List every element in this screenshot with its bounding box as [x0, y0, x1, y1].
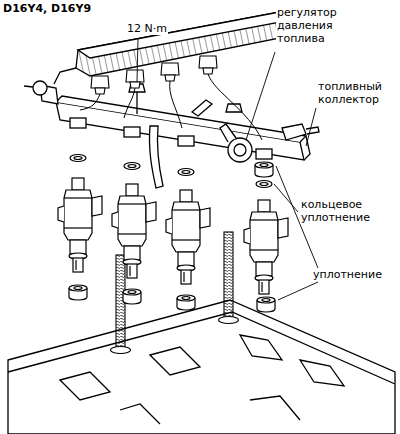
engine-code-title: D16Y4, D16Y9 — [3, 2, 91, 15]
part-label: регулятор давления топлива — [276, 6, 378, 45]
part-label: уплотнение — [312, 268, 383, 281]
part-label: кольцевое уплотнение — [300, 198, 392, 224]
part-label: топливный коллектор — [317, 80, 397, 106]
part-label: 12 N·m — [126, 22, 168, 35]
